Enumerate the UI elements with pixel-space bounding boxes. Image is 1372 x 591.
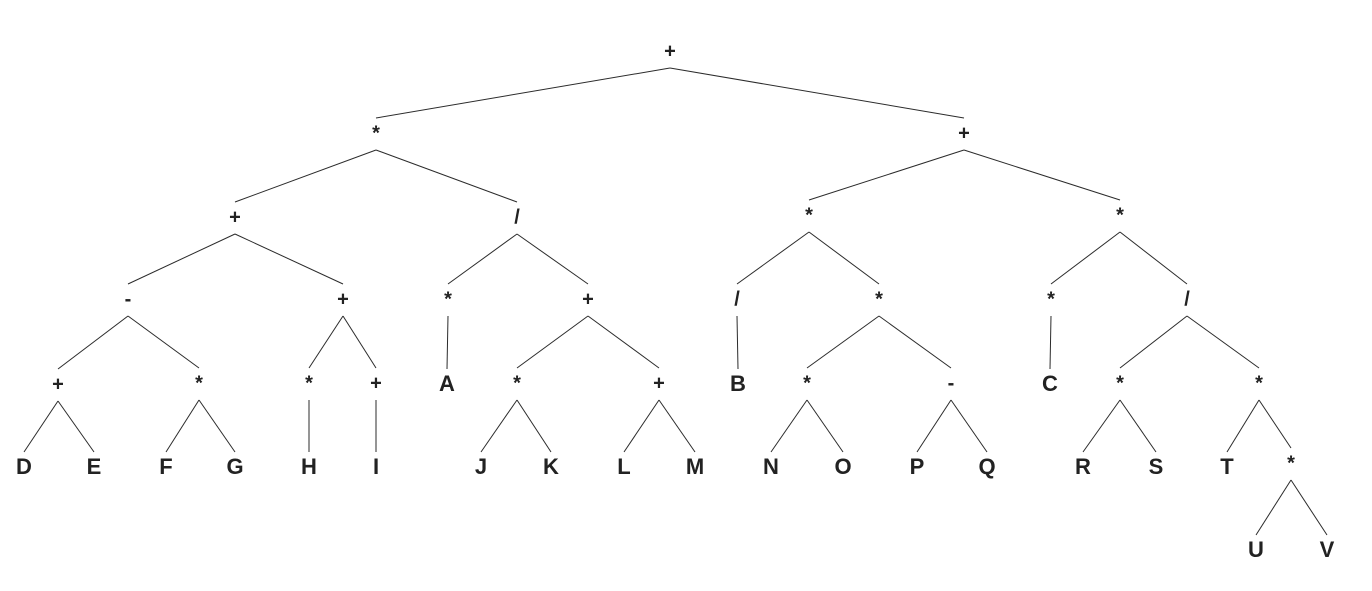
operator-node: +: [370, 372, 382, 394]
operand-node: O: [834, 454, 851, 479]
tree-edge: [1119, 231, 1188, 285]
operand-node: I: [373, 454, 379, 479]
tree-edge: [447, 233, 518, 285]
operator-node: +: [582, 288, 594, 310]
tree-edge: [808, 149, 965, 201]
tree-edge: [1258, 399, 1292, 449]
tree-edge: [1186, 315, 1260, 369]
operator-node: *: [1287, 452, 1295, 474]
tree-edge: [375, 67, 671, 119]
operand-node: F: [159, 454, 172, 479]
tree-edge: [736, 315, 739, 370]
operator-node: *: [1116, 204, 1124, 226]
operator-node: +: [664, 40, 676, 62]
tree-edge: [1082, 399, 1121, 453]
tree-edge: [127, 315, 200, 369]
tree-edge: [516, 315, 589, 369]
operand-node: V: [1320, 537, 1335, 562]
operand-node: H: [301, 454, 317, 479]
operand-node: B: [730, 371, 746, 396]
tree-edge: [480, 399, 518, 453]
tree-edge: [516, 399, 552, 453]
operator-node: *: [195, 372, 203, 394]
tree-edge: [658, 399, 696, 453]
operator-node: *: [805, 204, 813, 226]
tree-edge: [1255, 479, 1292, 536]
operand-node: J: [475, 454, 487, 479]
tree-edge: [375, 149, 518, 203]
operator-node: -: [125, 288, 132, 310]
operand-node: E: [87, 454, 102, 479]
operator-node: -: [948, 372, 955, 394]
tree-edge: [57, 400, 95, 453]
operand-node: T: [1220, 454, 1234, 479]
tree-edge: [446, 315, 449, 370]
operator-node: /: [734, 288, 740, 310]
tree-edge: [342, 315, 377, 369]
operator-node: +: [337, 288, 349, 310]
operator-node: /: [514, 206, 520, 228]
operator-node: +: [229, 206, 241, 228]
operator-node: +: [653, 372, 665, 394]
operator-node: *: [875, 288, 883, 310]
operand-node: S: [1149, 454, 1164, 479]
operand-node: G: [226, 454, 243, 479]
tree-edge: [587, 315, 660, 369]
operand-node: K: [543, 454, 559, 479]
tree-edge: [806, 399, 844, 453]
operand-node: P: [910, 454, 925, 479]
operator-node: *: [1047, 288, 1055, 310]
operator-node: /: [1184, 288, 1190, 310]
tree-edge: [57, 315, 129, 370]
operand-node: L: [617, 454, 630, 479]
tree-edge: [950, 399, 988, 453]
operator-node: *: [305, 372, 313, 394]
tree-edge: [127, 233, 236, 285]
tree-edge: [1050, 231, 1121, 285]
operand-node: A: [439, 371, 455, 396]
operand-node: D: [16, 454, 32, 479]
operator-node: *: [803, 372, 811, 394]
tree-edge: [308, 315, 344, 369]
tree-edge: [770, 399, 808, 453]
operand-node: M: [686, 454, 704, 479]
operator-node: *: [444, 288, 452, 310]
tree-edge: [516, 233, 589, 285]
tree-edge: [669, 67, 965, 119]
operator-node: *: [513, 372, 521, 394]
tree-edge: [808, 231, 880, 285]
operand-node: R: [1075, 454, 1091, 479]
tree-edge: [1226, 399, 1260, 453]
operand-node: C: [1042, 371, 1058, 396]
tree-edge: [165, 399, 200, 453]
operator-node: +: [958, 122, 970, 144]
operator-node: *: [1255, 372, 1263, 394]
tree-edge: [1119, 399, 1157, 453]
tree-edge: [198, 399, 236, 453]
tree-edge: [1290, 479, 1328, 536]
tree-edge: [234, 149, 377, 203]
tree-edge: [878, 315, 952, 369]
tree-edge: [963, 149, 1121, 201]
operator-node: *: [372, 122, 380, 144]
tree-edge: [623, 399, 660, 453]
tree-edges: [23, 67, 1328, 536]
operand-node: N: [763, 454, 779, 479]
operator-node: *: [1116, 372, 1124, 394]
operand-node: U: [1248, 537, 1264, 562]
operator-node: +: [52, 373, 64, 395]
tree-edge: [806, 315, 880, 369]
tree-node-labels: + * + + / * * - + * + / * * / + * * + A * + B * - C * * D E F G H I J K L M N O…: [16, 40, 1335, 562]
tree-edge: [1119, 315, 1188, 369]
tree-edge: [916, 399, 952, 453]
tree-edge: [1049, 315, 1052, 370]
tree-edge: [23, 400, 59, 453]
operand-node: Q: [978, 454, 995, 479]
tree-edge: [234, 233, 344, 285]
tree-edge: [736, 231, 810, 285]
